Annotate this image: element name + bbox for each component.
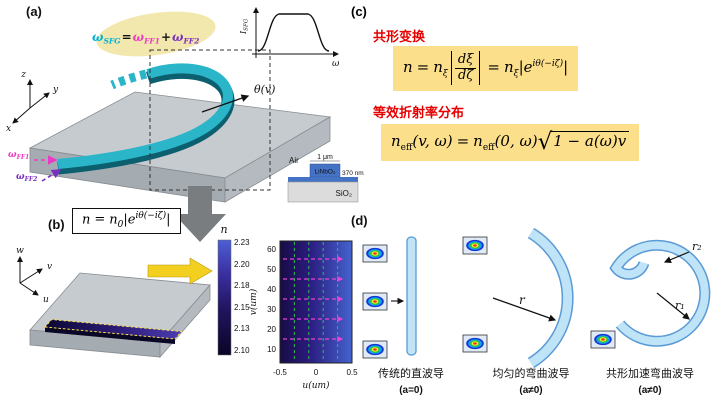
colorbar: [217, 239, 232, 356]
axis-v-label: v: [47, 262, 52, 272]
mode-profile-inset: [362, 340, 388, 359]
panel-link-arrow: [174, 186, 226, 242]
waveguide-dashed-continuation: [110, 69, 148, 90]
straight-waveguide: [406, 236, 417, 356]
axes-uvw: [17, 256, 43, 296]
svg-text:-0.5: -0.5: [273, 368, 287, 377]
pump-glow-ellipse: [96, 11, 216, 57]
map-xlabel: u(um): [302, 380, 330, 391]
mode-profile-inset: [462, 236, 488, 255]
caption-straight: 传统的直波导: [378, 366, 444, 380]
panel-b-figure: (b) w v u n 2.23 2.20 2.18 2: [16, 217, 358, 391]
svg-text:10: 10: [267, 345, 276, 354]
theta-arrow: [201, 94, 250, 113]
svg-text:0: 0: [314, 368, 319, 377]
axis-z-label: z: [20, 70, 26, 80]
svg-text:50: 50: [267, 265, 276, 274]
conformal-bend-item: r₁ r₂ 共形加速弯曲波导 (a≠0): [590, 239, 711, 396]
theta-label: θ(v): [254, 83, 275, 96]
pump-equation: ωSFG=ωFF1+ωFF2: [92, 30, 199, 46]
axis-x-label: x: [6, 124, 11, 134]
panel-c-label: (c): [351, 4, 367, 19]
map-xticks: -0.5 0 0.5: [273, 368, 358, 377]
mode-profile-inset: [362, 244, 388, 263]
thickness-label: 370 nm: [342, 170, 364, 177]
radius1-label: r₁: [675, 299, 685, 312]
spectrum-inset: ISFG ω: [239, 7, 340, 69]
uniform-bend-item: r 均匀的弯曲波导 (a≠0): [462, 227, 574, 396]
linbo3-label: LiNbO₃: [314, 169, 335, 176]
svg-text:20: 20: [267, 325, 276, 334]
caption-conformal-bend: 共形加速弯曲波导: [606, 366, 694, 380]
air-label: Air: [289, 156, 299, 165]
mode-profile-inset: [362, 292, 388, 311]
svg-text:2.13: 2.13: [234, 324, 250, 333]
radius2-label: r₂: [692, 240, 702, 253]
omega-ff2-label: ωFF2: [16, 172, 37, 183]
bent-waveguide: [57, 63, 235, 175]
svg-text:2.10: 2.10: [234, 346, 250, 355]
zoom-region-box: [149, 49, 271, 191]
index-map-plot: 60 50 40 30 20 10 v(um) -0.5 0 0.5 u(um): [248, 240, 358, 391]
panel-b-label: (b): [48, 217, 65, 232]
radius2-arrow: [663, 251, 690, 264]
cross-section-inset: Air 1 μm LiNbO₃ 370 nm SiO₂: [287, 154, 364, 203]
mode-profile-inset: [462, 334, 488, 353]
colorbar-title: n: [220, 223, 227, 236]
equation-b: n=n0|eiθ(−iζ)|: [72, 208, 181, 234]
axis-y-label: y: [52, 85, 59, 95]
omega-ff1-label: ωFF1: [8, 150, 29, 161]
svg-text:0.5: 0.5: [346, 368, 358, 377]
yellow-arrow: [147, 257, 213, 285]
panel-a-figure: (a) ωSFG=ωFF1+ωFF2 z y x: [6, 4, 364, 203]
mode-profile-inset: [590, 330, 616, 349]
svg-text:2.15: 2.15: [234, 303, 250, 312]
param-straight: (a=0): [399, 385, 423, 396]
sio2-box: [287, 181, 359, 203]
slab-3d: [29, 272, 211, 359]
panel-a-label: (a): [26, 4, 42, 19]
svg-text:30: 30: [267, 305, 276, 314]
index-ridge: [43, 318, 183, 344]
svg-text:2.23: 2.23: [234, 238, 250, 247]
heading-conformal-transform: 共形变换: [373, 29, 426, 44]
svg-text:2.20: 2.20: [234, 260, 250, 269]
equation-effective-index: neff(v, ω)=neff(0, ω)√1 − a(ω)v: [381, 124, 640, 161]
svg-text:40: 40: [267, 285, 276, 294]
width-label: 1 μm: [317, 154, 333, 161]
map-yticks: 60 50 40 30 20 10: [267, 245, 276, 354]
map-ylabel: v(um): [248, 288, 259, 315]
param-uniform-bend: (a≠0): [519, 385, 542, 396]
sio2-label: SiO₂: [336, 189, 352, 198]
colorbar-ticks: 2.23 2.20 2.18 2.15 2.13 2.10: [234, 238, 250, 355]
heading-effective-index: 等效折射率分布: [373, 105, 465, 120]
radius-label: r: [519, 293, 526, 307]
svg-text:60: 60: [267, 245, 276, 254]
caption-uniform-bend: 均匀的弯曲波导: [493, 366, 570, 380]
radius-arrow: [492, 297, 557, 322]
spectrum-xlabel: ω: [332, 59, 340, 69]
straight-waveguide-item: 传统的直波导 (a=0): [362, 236, 444, 396]
axes-xyz: [12, 79, 50, 124]
linbo3-slab: [288, 177, 358, 182]
spectrum-ylabel: ISFG: [239, 18, 250, 35]
panel-d-label: (d): [351, 213, 368, 228]
radius1-arrow: [656, 292, 690, 320]
axis-w-label: w: [16, 246, 24, 256]
axis-u-label: u: [43, 295, 49, 305]
panel-d-figure: (d) 传统的直波导 (a=0) r 均匀的弯曲波导 (a≠0): [351, 213, 711, 396]
omega-ff2-arrow: [41, 169, 62, 182]
flat-top-spectrum-curve: [257, 13, 330, 52]
param-conformal-bend: (a≠0): [638, 385, 661, 396]
svg-text:2.18: 2.18: [234, 281, 250, 290]
